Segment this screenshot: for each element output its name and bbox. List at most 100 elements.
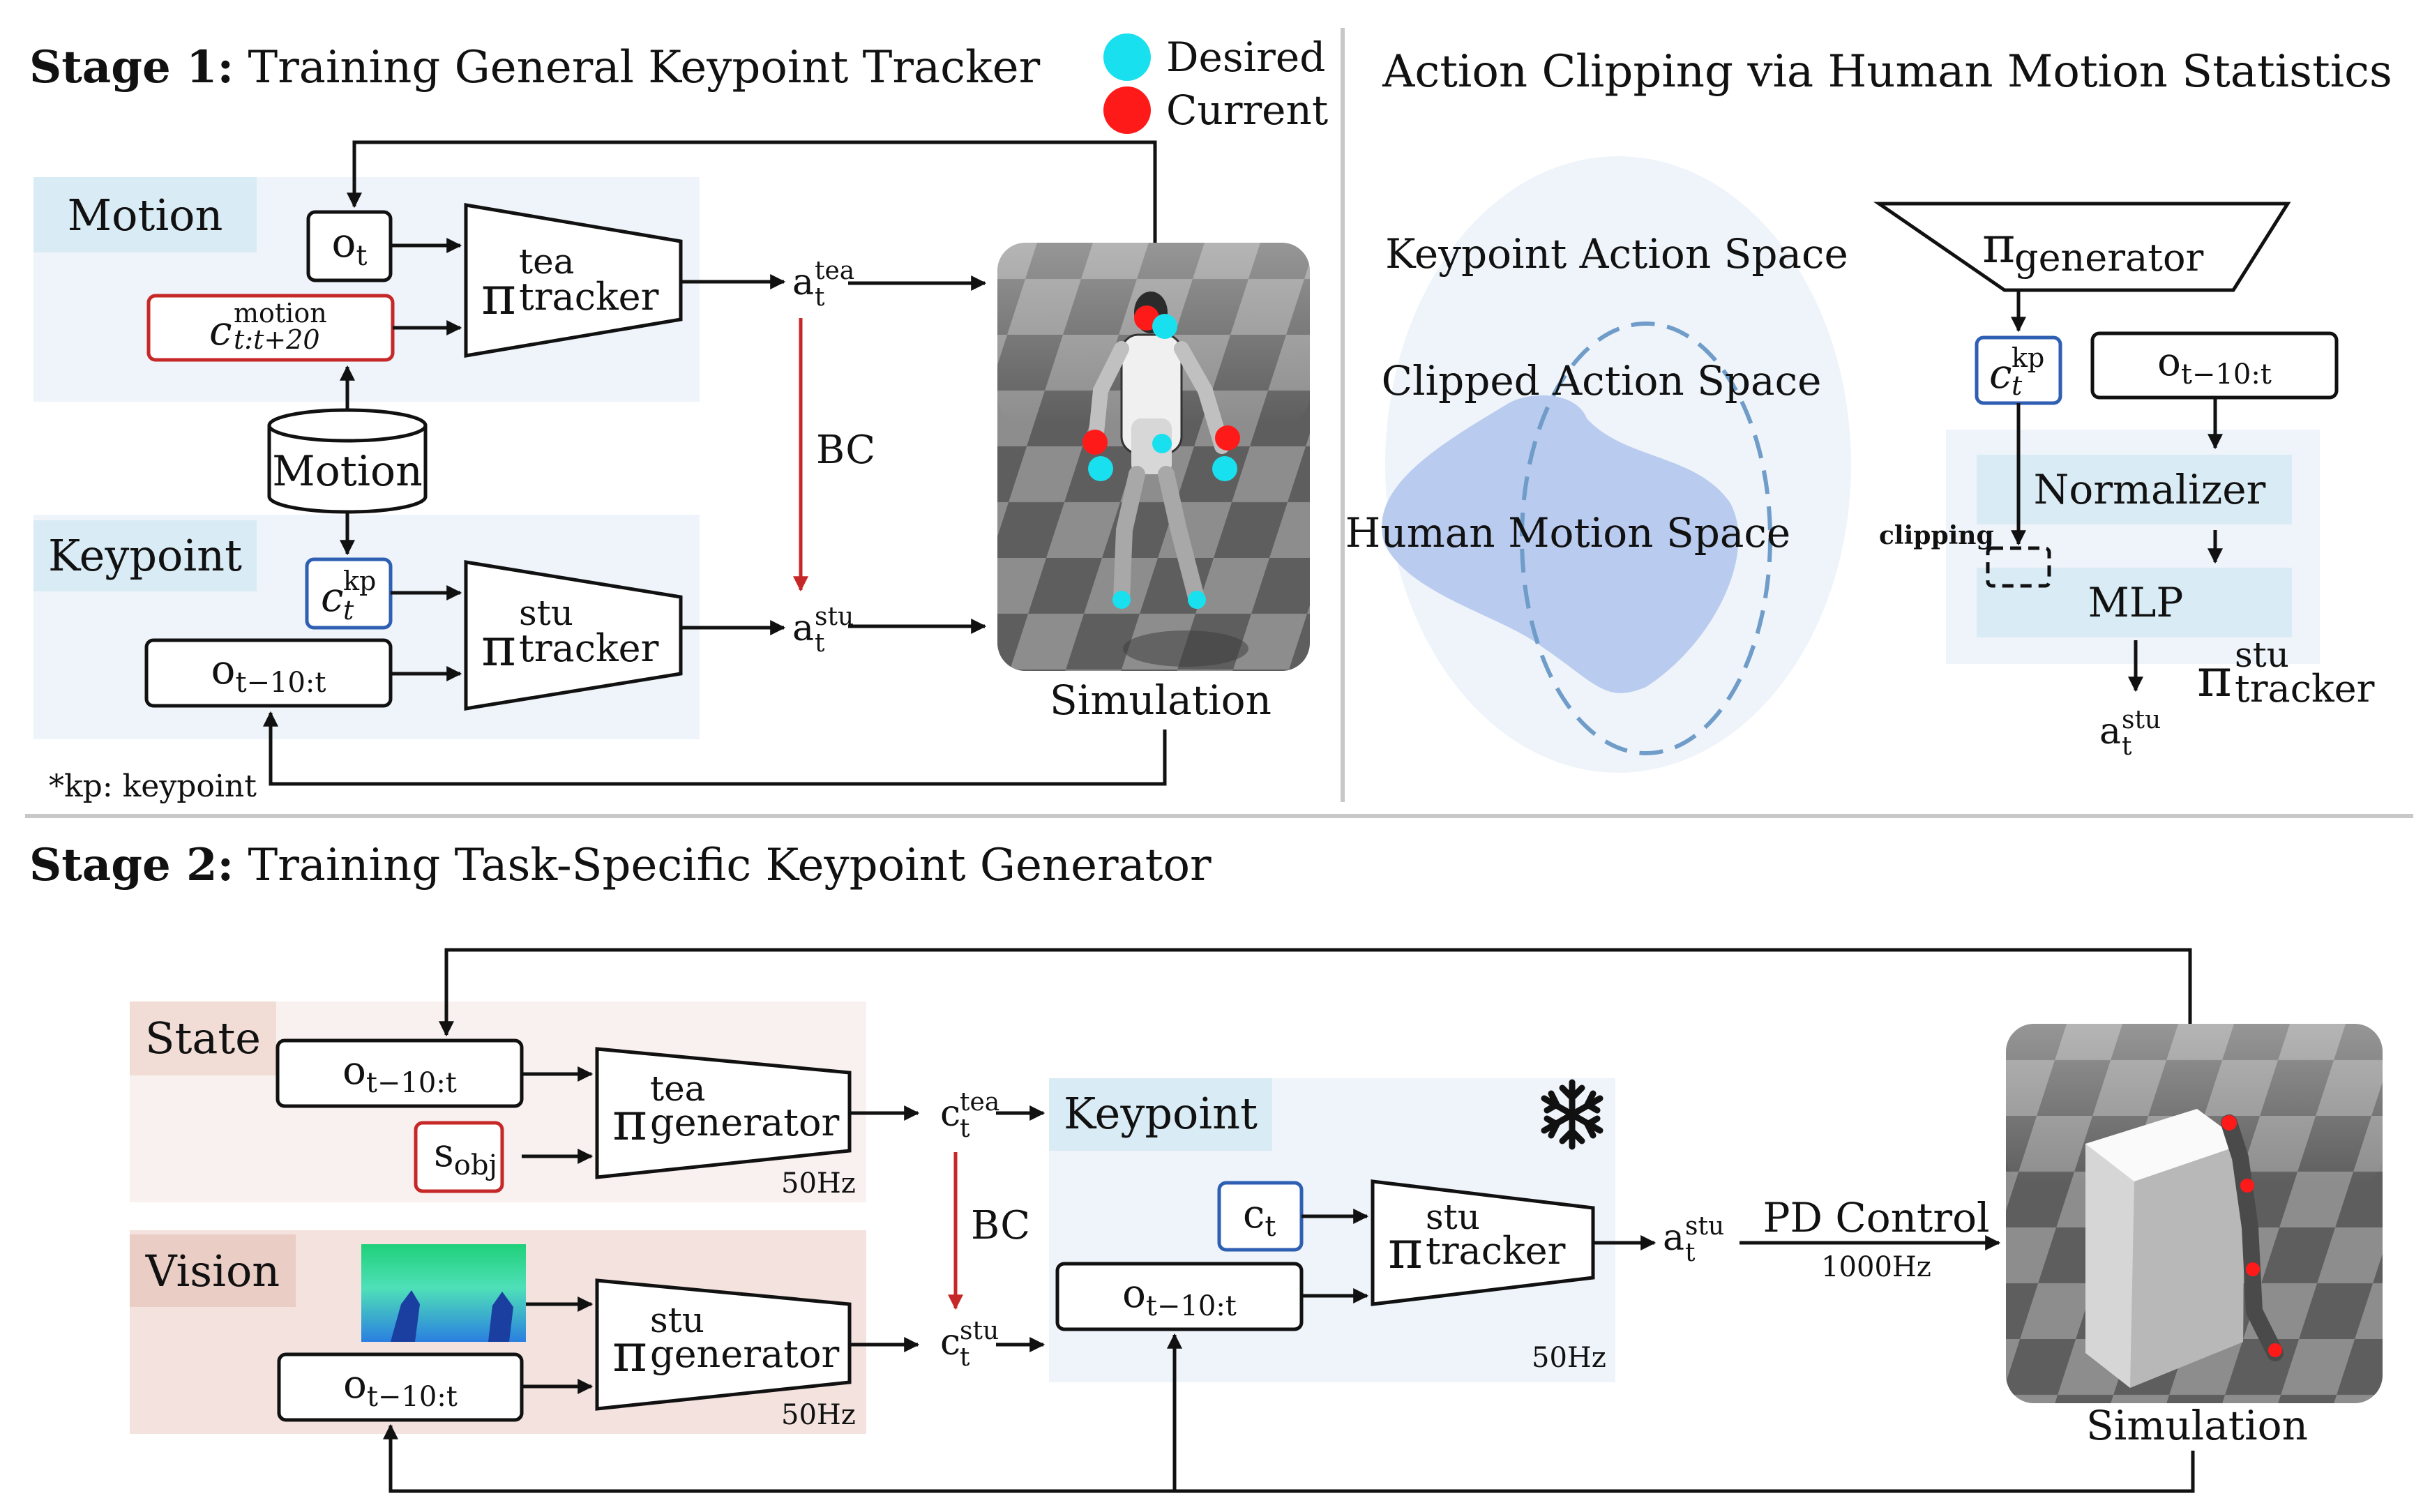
clipping-title: Action Clipping via Human Motion Statist… <box>1382 46 2392 98</box>
mlp-label: MLP <box>2088 579 2184 626</box>
student-generator-sup: stu <box>650 1300 704 1340</box>
state-label-bg <box>130 1001 276 1075</box>
legend-desired: Desired <box>1166 33 1325 81</box>
bc-label: BC <box>816 428 875 473</box>
normalizer-label: Normalizer <box>2034 466 2266 513</box>
clip-tracker-sup: stu <box>2235 635 2289 675</box>
generator-sub: generator <box>2014 236 2203 280</box>
stage2-action-sub: t <box>1685 1239 1696 1267</box>
current-marker <box>2221 1115 2237 1131</box>
teacher-generator-pi: π <box>612 1090 647 1152</box>
stage2-tracker-pi: π <box>1388 1218 1423 1280</box>
student-tracker-sup: stu <box>519 593 573 633</box>
student-generator-pi: π <box>612 1322 647 1384</box>
motion-command-sub: t:t+20 <box>234 324 320 355</box>
teacher-action-sup: tea <box>815 257 854 285</box>
student-generator-freq: 50Hz <box>781 1399 856 1431</box>
stage2-bc-label: BC <box>971 1203 1030 1248</box>
pd-control-freq: 1000Hz <box>1821 1251 1931 1283</box>
teacher-action-label: a <box>792 262 814 303</box>
human-space-label: Human Motion Space <box>1345 509 1790 557</box>
current-dot-icon <box>1103 86 1151 134</box>
generator-pi: π <box>1982 216 2015 274</box>
clipped-action-space-boundary <box>1520 322 1772 755</box>
keypoint-space-label: Keypoint Action Space <box>1385 230 1848 278</box>
stage2-action-label: a <box>1663 1217 1684 1259</box>
desired-dot-icon <box>1103 33 1151 81</box>
current-marker <box>1215 425 1240 451</box>
stage2-keypoint-label: Keypoint <box>1064 1088 1258 1139</box>
teacher-tracker-block <box>464 203 683 358</box>
depth-image <box>361 1244 526 1342</box>
teacher-generator-sub: generator <box>650 1101 839 1144</box>
robot-figure <box>1087 292 1248 667</box>
student-tracker-pi: π <box>481 616 516 678</box>
stage2-tracker-block <box>1371 1179 1595 1306</box>
motion-database-icon: Motion <box>267 408 428 514</box>
teacher-action-sub: t <box>815 283 825 312</box>
student-generator-block <box>595 1278 852 1411</box>
current-marker <box>2268 1343 2282 1357</box>
student-command-sub: t <box>960 1343 970 1372</box>
clip-tracker-pi: π <box>2197 647 2232 709</box>
desired-marker <box>1112 591 1131 609</box>
stage2-feedback-bottom <box>382 1423 2195 1493</box>
keypoint-label-bg <box>33 520 257 591</box>
stage2-keypoint-label-bg <box>1049 1078 1272 1151</box>
object-state-box <box>414 1121 504 1193</box>
teacher-generator-freq: 50Hz <box>781 1167 856 1200</box>
student-action-sub: t <box>815 629 825 658</box>
robot-figure <box>2221 1114 2284 1361</box>
stage2-simulation-image <box>2006 1024 2383 1403</box>
pd-control-label: PD Control <box>1763 1194 1989 1241</box>
student-tracker-sub: tracker <box>519 626 659 670</box>
student-command-sup: stu <box>960 1317 999 1345</box>
teacher-generator-block <box>595 1047 852 1179</box>
clip-action-label: a <box>2099 711 2121 753</box>
teacher-command-label: c <box>940 1093 960 1135</box>
clipping-box <box>1986 546 2051 588</box>
clip-keypoint-sub: t <box>2012 370 2023 401</box>
stage1-title: Stage 1: Training General Keypoint Track… <box>29 41 1041 93</box>
teacher-command-sup: tea <box>960 1088 999 1117</box>
desired-marker <box>1152 314 1177 339</box>
obs-history-label: ot−10:t <box>211 646 326 699</box>
stage2-tracker-sub: tracker <box>1426 1229 1566 1273</box>
state-obs-history-label: ot−10:t <box>342 1048 457 1099</box>
student-tracker-block <box>464 560 683 711</box>
clip-action-sup: stu <box>2122 706 2161 734</box>
keypoint-command-sub: t <box>343 595 354 626</box>
normalizer-block <box>1977 455 2292 524</box>
stage2-feedback-top <box>438 948 2192 1037</box>
clip-action-sub: t <box>2122 732 2132 761</box>
feedback-arrow-bottom <box>262 711 1167 786</box>
keypoint-command-sup: kp <box>343 566 376 596</box>
student-generator-sub: generator <box>650 1332 839 1376</box>
footnote: *kp: keypoint <box>49 769 257 804</box>
teacher-tracker-sup: tea <box>519 241 575 282</box>
stage2-tracker-sup: stu <box>1426 1197 1480 1237</box>
motion-command-label: c <box>209 307 232 354</box>
legend-current: Current <box>1166 86 1328 134</box>
motion-label: Motion <box>68 190 223 241</box>
generator-block <box>1873 202 2291 292</box>
student-command-label: c <box>940 1322 960 1363</box>
keypoint-label: Keypoint <box>48 530 242 581</box>
simulation-image <box>997 243 1310 671</box>
simulation-caption: Simulation <box>1050 676 1271 724</box>
vision-obs-history-label: ot−10:t <box>343 1362 458 1413</box>
student-action-label: a <box>792 607 814 649</box>
clip-obs-history-label: ot−10:t <box>2157 340 2272 391</box>
object-state-label: sobj <box>434 1131 497 1181</box>
mlp-block <box>1977 568 2292 637</box>
obs-label: ot <box>332 219 368 272</box>
student-action-sup: stu <box>815 603 854 631</box>
database-label: Motion <box>272 447 423 496</box>
current-marker <box>2240 1179 2254 1193</box>
frozen-snowflake-icon <box>1541 1079 1603 1150</box>
desired-marker <box>1088 456 1113 481</box>
motion-command-sup: motion <box>234 298 327 328</box>
desired-marker <box>1188 591 1206 609</box>
clipped-space-label: Clipped Action Space <box>1382 357 1822 405</box>
state-label: State <box>145 1013 261 1064</box>
